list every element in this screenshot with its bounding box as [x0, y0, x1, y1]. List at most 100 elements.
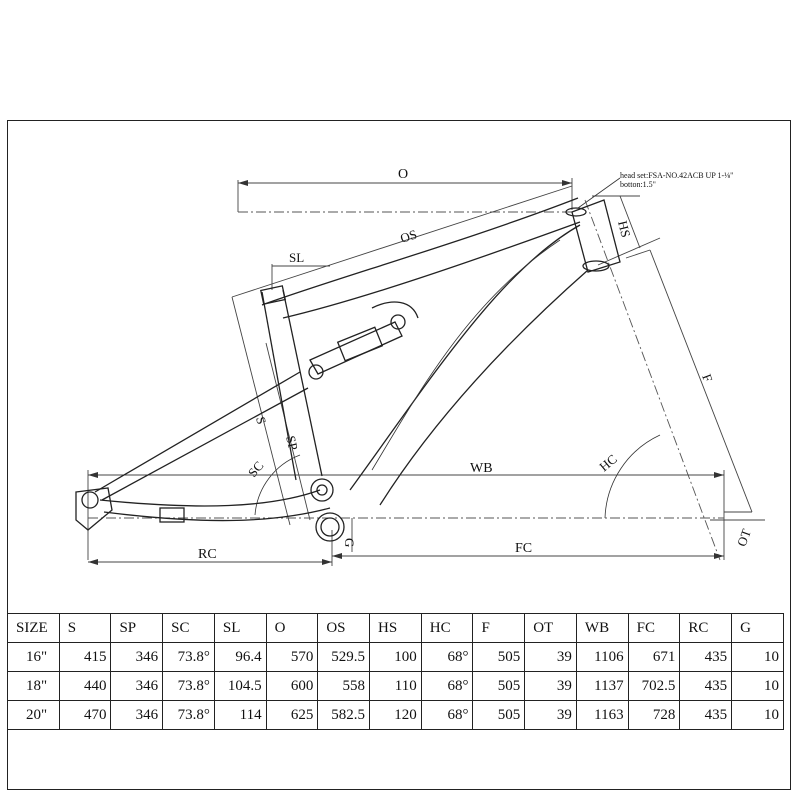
table-cell: 505	[472, 671, 526, 701]
label-sc: SC	[245, 458, 267, 480]
table-cell: 505	[472, 700, 526, 730]
table-cell: 114	[213, 700, 267, 730]
table-cell: 728	[627, 700, 681, 730]
table-cell: 505	[472, 642, 526, 672]
rear-shock-can	[336, 326, 384, 362]
headset-top-cup	[565, 207, 587, 217]
table-cell: 346	[110, 671, 164, 701]
label-ot: OT	[734, 527, 754, 548]
main-pivot-inner	[316, 484, 328, 496]
table-cell: 1106	[575, 642, 629, 672]
table-cell: 529.5	[317, 642, 371, 672]
main-pivot	[310, 478, 334, 502]
table-cell: 570	[265, 642, 319, 672]
label-fc: FC	[515, 541, 532, 556]
geometry-table: SIZE S SP SC SL O OS HS HC F OT WB FC RC…	[7, 613, 784, 730]
table-cell: 1137	[575, 671, 629, 701]
label-f: F	[699, 372, 716, 384]
dim-fc-arrow-left	[332, 553, 342, 559]
table-cell: 10	[731, 700, 784, 730]
table-cell: 104.5	[213, 671, 267, 701]
table-cell: 702.5	[627, 671, 681, 701]
seat-tube-right	[282, 289, 323, 477]
table-cell: 68°	[420, 642, 474, 672]
table-cell: 470	[58, 700, 112, 730]
dim-sp-line	[265, 342, 311, 521]
rear-axle	[81, 491, 99, 509]
dim-hc-arc	[604, 434, 661, 519]
top-tube-lower	[282, 221, 581, 319]
table-cell: 415	[58, 642, 112, 672]
label-os: OS	[398, 226, 418, 245]
table-cell: 346	[110, 642, 164, 672]
table-cell: 39	[524, 671, 577, 701]
table-row: 18" 440 346 73.8° 104.5 600 558 110 68° …	[7, 671, 784, 701]
top-tube-upper	[261, 197, 579, 306]
label-o: O	[398, 167, 408, 182]
table-header-cell: O	[265, 613, 319, 643]
label-s: S	[253, 415, 269, 426]
dim-rc-arrow-right	[322, 559, 332, 565]
table-cell: 435	[679, 671, 733, 701]
table-cell: 1163	[575, 700, 629, 730]
table-cell: 39	[524, 700, 577, 730]
dim-fc-arrow-right	[714, 553, 724, 559]
chain-stay-yoke	[159, 507, 185, 523]
table-header-cell: OS	[317, 613, 371, 643]
table-header-cell: WB	[575, 613, 629, 643]
chain-stay-lower	[103, 507, 331, 522]
table-row: 16" 415 346 73.8° 96.4 570 529.5 100 68°…	[7, 642, 784, 672]
table-header-cell: SL	[213, 613, 267, 643]
label-sl: SL	[289, 250, 304, 265]
table-cell: 68°	[420, 700, 474, 730]
seat-stay-lower	[101, 387, 309, 501]
shock-mount-upper	[390, 314, 406, 330]
table-header-cell: HS	[369, 613, 422, 643]
down-tube-ridge	[371, 239, 561, 471]
table-cell: 625	[265, 700, 319, 730]
headset-bottom-cup	[582, 260, 610, 272]
dim-o-arrow-right	[562, 180, 572, 186]
table-cell: 96.4	[213, 642, 267, 672]
table-cell: 558	[317, 671, 371, 701]
table-cell: 68°	[420, 671, 474, 701]
label-wb: WB	[470, 461, 493, 476]
table-header-row: SIZE S SP SC SL O OS HS HC F OT WB FC RC…	[7, 613, 784, 643]
table-cell: 39	[524, 642, 577, 672]
shock-mount-bracket	[371, 301, 419, 319]
table-cell: 120	[369, 700, 422, 730]
table-header-cell: HC	[420, 613, 474, 643]
label-g: G	[342, 538, 357, 547]
bottom-bracket-inner	[320, 517, 340, 537]
table-header-cell: F	[472, 613, 526, 643]
seat-tube-left	[261, 291, 297, 481]
down-tube-lower	[379, 269, 589, 506]
table-header-cell: OT	[524, 613, 577, 643]
table-cell: 110	[369, 671, 422, 701]
dim-wb-arrow-right	[714, 472, 724, 478]
table-header-cell: SIZE	[7, 613, 60, 643]
table-cell: 100	[369, 642, 422, 672]
table-header-cell: SP	[110, 613, 164, 643]
table-header-cell: RC	[679, 613, 733, 643]
table-row: 20" 470 346 73.8° 114 625 582.5 120 68° …	[7, 700, 784, 730]
label-hs: HS	[615, 219, 634, 239]
dim-os-line	[231, 185, 573, 298]
table-header-cell: FC	[627, 613, 681, 643]
rear-shock-body	[309, 321, 403, 375]
table-header-cell: S	[58, 613, 112, 643]
dim-hs-ext-bottom	[597, 237, 661, 266]
shock-mount-lower	[308, 364, 324, 380]
label-rc: RC	[198, 547, 217, 562]
table-cell: 582.5	[317, 700, 371, 730]
down-tube-upper	[349, 224, 581, 491]
seat-stay-upper	[94, 371, 301, 493]
bottom-bracket	[315, 512, 345, 542]
rear-dropout	[75, 487, 113, 531]
dim-o-arrow-left	[238, 180, 248, 186]
dim-rc-arrow-left	[88, 559, 98, 565]
table-header-cell: SC	[162, 613, 215, 643]
table-header-cell: G	[731, 613, 784, 643]
dim-wb-arrow-left	[88, 472, 98, 478]
